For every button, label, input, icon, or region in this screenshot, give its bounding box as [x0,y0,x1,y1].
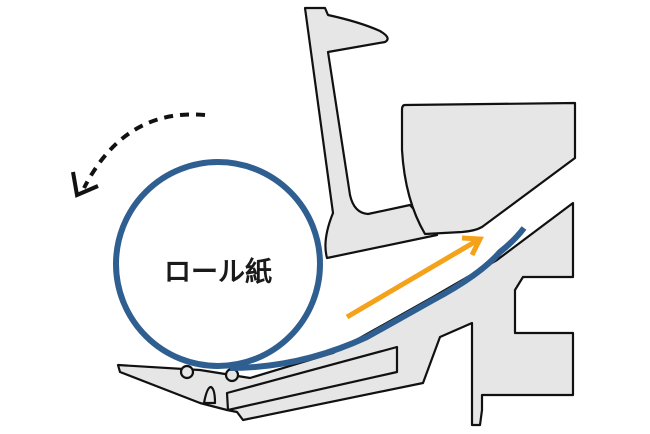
rotation-arrow-icon [71,112,206,198]
roll-paper-label: ロール紙 [164,257,272,288]
feed-arrow-icon [345,235,484,320]
roll-paper [113,159,323,369]
upper-arm [303,6,439,260]
upper-block [400,101,577,236]
roller-left [179,364,195,380]
paper-path [229,226,527,371]
guide-inner-plate [225,345,399,412]
guide-bump [202,385,217,405]
